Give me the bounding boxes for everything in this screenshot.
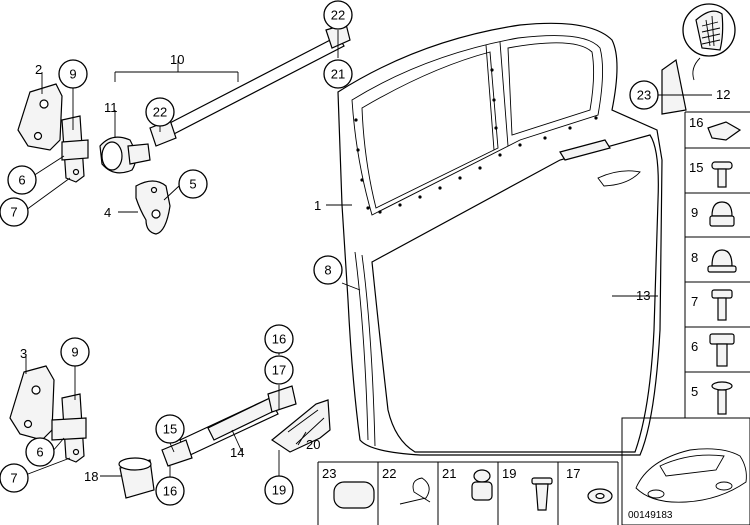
callout-22-top: 22: [331, 8, 345, 23]
upper-door-check: [99, 23, 351, 235]
callout-10: 10: [170, 52, 184, 67]
callout-7-lower: 7: [10, 471, 17, 486]
bottom-label-17: 17: [566, 466, 580, 481]
bottom-label-19: 19: [502, 466, 516, 481]
callout-14: 14: [230, 445, 244, 460]
fastener-column: [684, 111, 750, 419]
callout-17: 17: [272, 363, 286, 378]
callout-21: 21: [331, 67, 345, 82]
rubber-buffer: [118, 457, 155, 499]
diagram-number: 00149183: [628, 510, 673, 521]
callouts: 22 21 9 22 5 6 7 9 6 7 15 16 16 17 19 8: [0, 0, 730, 506]
frame-clip-dots: [354, 68, 598, 214]
bottom-label-22: 22: [382, 466, 396, 481]
fastener-row: [317, 461, 619, 525]
rear-door-shell: [337, 22, 663, 456]
callout-2: 2: [35, 62, 42, 77]
callout-6-upper: 6: [18, 173, 25, 188]
side-label-16: 16: [689, 115, 703, 130]
lower-hinge: [9, 365, 87, 463]
bottom-label-21: 21: [442, 466, 456, 481]
callout-20: 20: [306, 437, 320, 452]
bottom-label-23: 23: [322, 466, 336, 481]
triangle-cover: [661, 3, 736, 115]
callout-13: 13: [636, 288, 650, 303]
callout-7-upper: 7: [10, 205, 17, 220]
callout-11: 11: [104, 100, 118, 115]
callout-9-upper: 9: [69, 67, 76, 82]
callout-19: 19: [272, 483, 286, 498]
callout-6-lower: 6: [36, 445, 43, 460]
side-label-8: 8: [691, 250, 698, 265]
upper-hinge: [17, 83, 89, 183]
side-label-5: 5: [691, 384, 698, 399]
side-label-15: 15: [689, 160, 703, 175]
lower-door-check: [161, 385, 331, 467]
bottom-row-labels: 23 22 21 19 17: [322, 466, 580, 481]
callout-16-mid: 16: [272, 332, 286, 347]
side-label-7: 7: [691, 294, 698, 309]
callout-9-lower: 9: [71, 345, 78, 360]
callout-1: 1: [314, 198, 321, 213]
callout-5: 5: [189, 177, 196, 192]
side-label-9: 9: [691, 205, 698, 220]
car-thumbnail: 00149183: [621, 417, 750, 525]
callout-8: 8: [324, 263, 331, 278]
callout-16-lower: 16: [163, 484, 177, 499]
callout-22-mid: 22: [153, 105, 167, 120]
callout-22-top-circle: [323, 0, 353, 30]
callout-18: 18: [84, 469, 98, 484]
callout-3: 3: [20, 346, 27, 361]
side-column-labels: 16 15 9 8 7 6 5: [689, 115, 703, 399]
callout-12: 12: [716, 87, 730, 102]
callout-15: 15: [163, 422, 177, 437]
callout-4: 4: [104, 205, 111, 220]
callout-23: 23: [637, 88, 651, 103]
side-label-6: 6: [691, 339, 698, 354]
